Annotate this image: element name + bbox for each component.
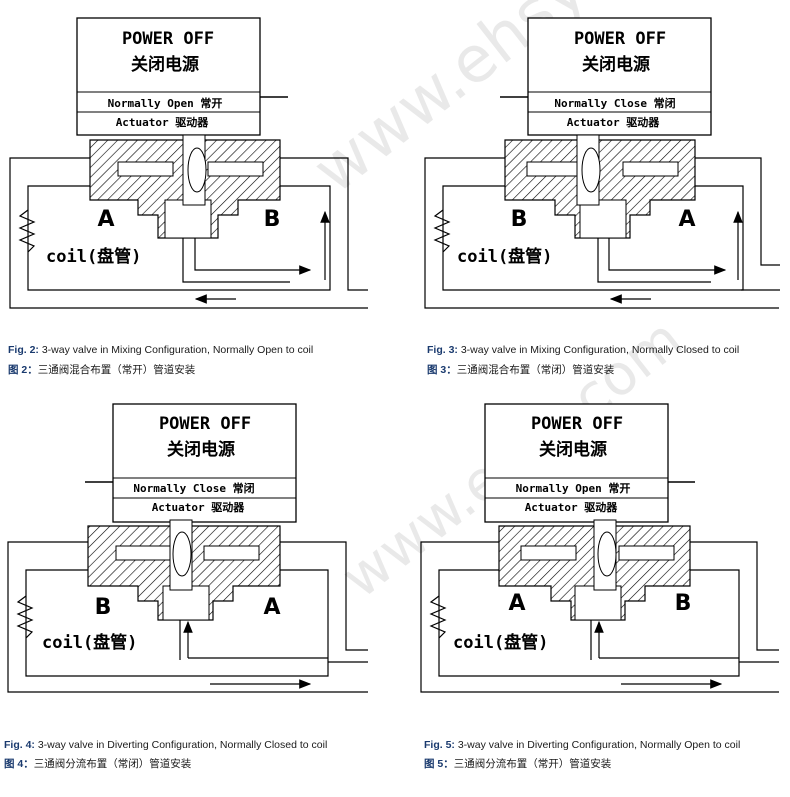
figure-panel-3: POWER OFF 关闭电源 Normally Close 常闭 Actuato… — [395, 0, 790, 398]
state-label: Normally Close 常闭 — [554, 96, 675, 110]
coil-label: coil(盘管) — [457, 246, 552, 267]
figure-panel-2: POWER OFF 关闭电源 Normally Open 常开 Actuator… — [0, 0, 395, 398]
coil-label: coil(盘管) — [453, 632, 548, 653]
valve-diagram: POWER OFF 关闭电源 Normally Close 常闭 Actuato… — [7, 403, 368, 693]
coil-symbol — [433, 209, 451, 253]
coil-symbol — [429, 595, 447, 639]
caption-cn: 图 3：三通阀混合布置（常闭）管道安装 — [427, 364, 615, 376]
port-right-label: A — [678, 207, 695, 232]
valve-plug — [172, 531, 192, 577]
caption-en: Fig. 2: 3-way valve in Mixing Configurat… — [8, 344, 314, 356]
actuator-label: Actuator 驱动器 — [525, 500, 619, 514]
figure-panel-4: POWER OFF 关闭电源 Normally Close 常闭 Actuato… — [0, 398, 395, 796]
valve-plug — [597, 531, 617, 577]
caption-cn: 图 4：三通阀分流布置（常闭）管道安装 — [4, 758, 192, 770]
coil-symbol — [18, 209, 36, 253]
actuator-box — [484, 403, 669, 523]
actuator-label: Actuator 驱动器 — [152, 500, 246, 514]
actuator-label: Actuator 驱动器 — [567, 115, 661, 129]
power-off-cn-label: 关闭电源 — [539, 439, 607, 460]
port-right-label: A — [263, 595, 280, 620]
power-off-label: POWER OFF — [159, 414, 251, 434]
power-off-label: POWER OFF — [531, 414, 623, 434]
actuator-box — [112, 403, 297, 523]
caption-en: Fig. 3: 3-way valve in Mixing Configurat… — [427, 344, 740, 356]
state-label: Normally Open 常开 — [108, 96, 223, 110]
state-label: Normally Open 常开 — [516, 481, 631, 495]
power-off-cn-label: 关闭电源 — [131, 54, 199, 75]
coil-symbol — [16, 595, 34, 639]
coil-label: coil(盘管) — [42, 632, 137, 653]
port-right-label: B — [675, 591, 692, 616]
valve-diagram: POWER OFF 关闭电源 Normally Open 常开 Actuator… — [420, 403, 779, 693]
coil-label: coil(盘管) — [46, 246, 141, 267]
power-off-label: POWER OFF — [122, 29, 214, 49]
port-right-label: B — [264, 207, 281, 232]
caption-cn: 图 5：三通阀分流布置（常开）管道安装 — [424, 758, 612, 770]
port-left-label: A — [97, 207, 114, 232]
port-left-label: B — [95, 595, 112, 620]
port-left-label: A — [508, 591, 525, 616]
valve-plug — [581, 147, 601, 193]
caption-en: Fig. 4: 3-way valve in Diverting Configu… — [4, 739, 328, 751]
figure-panel-5: POWER OFF 关闭电源 Normally Open 常开 Actuator… — [395, 398, 790, 796]
actuator-label: Actuator 驱动器 — [116, 115, 210, 129]
port-left-label: B — [511, 207, 528, 232]
caption-cn: 图 2：三通阀混合布置（常开）管道安装 — [8, 364, 196, 376]
power-off-label: POWER OFF — [574, 29, 666, 49]
power-off-cn-label: 关闭电源 — [167, 439, 235, 460]
valve-diagram: POWER OFF 关闭电源 Normally Open 常开 Actuator… — [9, 17, 368, 309]
actuator-box — [76, 17, 261, 136]
valve-diagram: POWER OFF 关闭电源 Normally Close 常闭 Actuato… — [424, 17, 780, 309]
actuator-box — [527, 17, 712, 136]
valve-plug — [187, 147, 207, 193]
power-off-cn-label: 关闭电源 — [582, 54, 650, 75]
caption-en: Fig. 5: 3-way valve in Diverting Configu… — [424, 739, 741, 751]
state-label: Normally Close 常闭 — [133, 481, 254, 495]
